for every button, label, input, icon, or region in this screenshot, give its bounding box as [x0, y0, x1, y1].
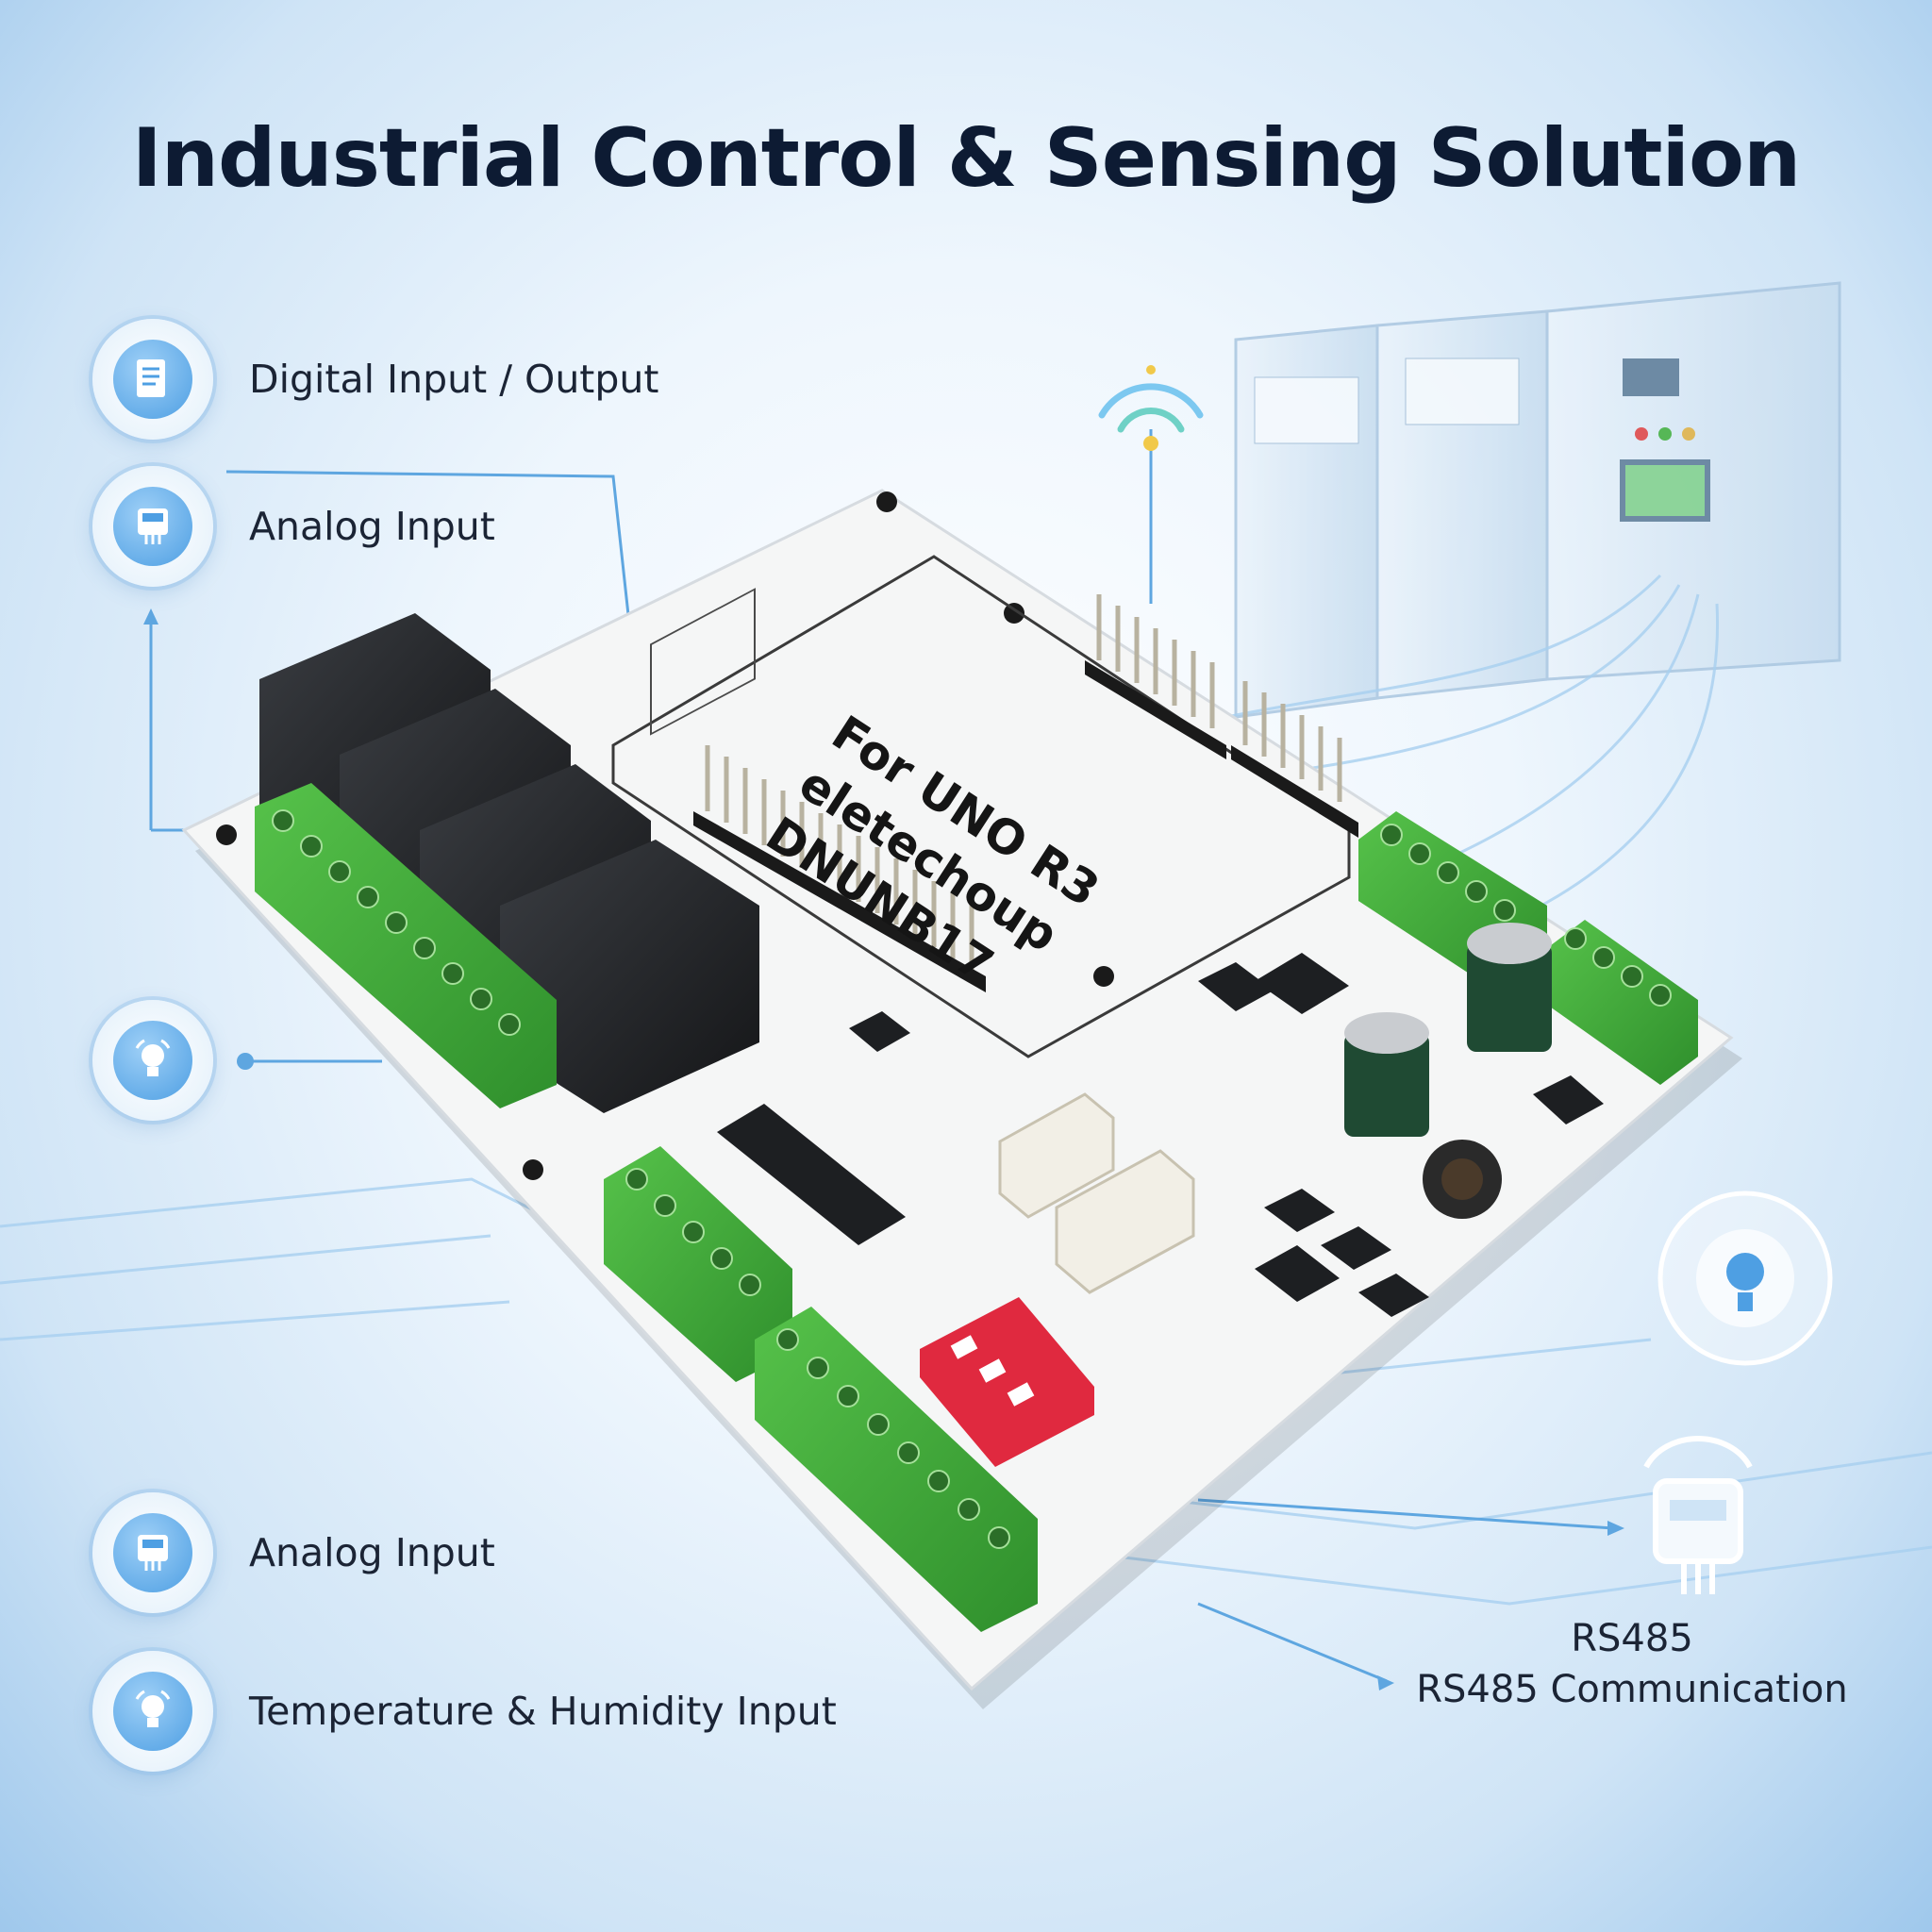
analog-input-top-icon-ring — [92, 466, 213, 587]
bulb-sensor-icon — [113, 1672, 192, 1751]
circuit-lines — [0, 574, 1932, 1606]
server-cabinets — [1234, 281, 1841, 719]
meter-icon — [113, 1513, 192, 1592]
feature-analog-input-top: Analog Input — [92, 466, 495, 587]
meter-icon — [113, 487, 192, 566]
feature-analog-input-bottom: Analog Input — [92, 1492, 495, 1613]
pin-header-bases — [693, 660, 1358, 992]
feature-sensor-mid — [92, 1000, 249, 1121]
document-icon — [113, 340, 192, 419]
capacitors — [1344, 923, 1552, 1219]
analog-input-top-label: Analog Input — [249, 504, 495, 549]
temp-humidity-label: Temperature & Humidity Input — [249, 1689, 837, 1734]
rs485-meter-icon — [1643, 1435, 1753, 1594]
page-title: Industrial Control & Sensing Solution — [131, 111, 1802, 206]
digital-io-label: Digital Input / Output — [249, 357, 659, 402]
pin-headers — [705, 594, 1342, 970]
digital-io-icon-ring — [92, 319, 213, 440]
terminal-screws — [272, 809, 1672, 1549]
terminal-blocks — [255, 783, 1698, 1632]
bulb-sensor-icon — [113, 1021, 192, 1100]
rs485-label: RS485 Communication — [1416, 1668, 1848, 1711]
analog-input-bottom-label: Analog Input — [249, 1530, 495, 1575]
wifi-icon — [1098, 365, 1204, 451]
jst-connectors — [998, 1092, 1195, 1294]
feature-digital-io: Digital Input / Output — [92, 319, 658, 440]
right-sensor-ring — [1657, 1191, 1833, 1366]
rs485-callout: RS485 RS485 Communication — [1396, 1613, 1868, 1715]
callout-connectors — [149, 429, 1614, 1683]
dip-switch — [920, 1297, 1094, 1467]
sensor-mid-icon-ring — [92, 1000, 213, 1121]
analog-input-bottom-icon-ring — [92, 1492, 213, 1613]
ic-chips — [717, 953, 1604, 1317]
rs485-heading: RS485 — [1571, 1617, 1693, 1660]
temp-humidity-icon-ring — [92, 1651, 213, 1772]
feature-temp-humidity: Temperature & Humidity Input — [92, 1651, 837, 1772]
